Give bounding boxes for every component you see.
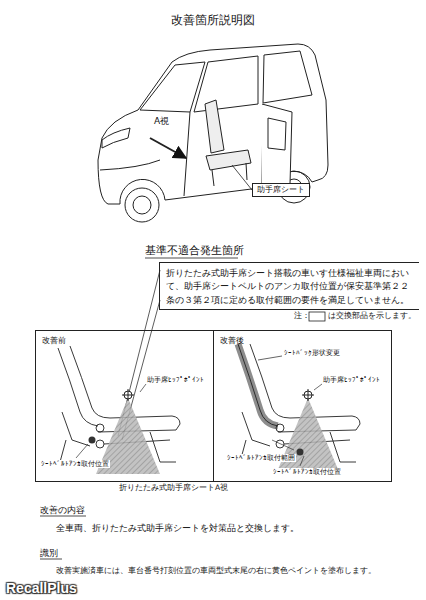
part-label: ｼｰﾄﾊﾞｯｸ形状変更 [283, 349, 341, 357]
part-label: 助手席ﾋｯﾌﾟﾎﾟｲﾝﾄ [146, 376, 205, 384]
part-label: ｼｰﾄﾍﾞﾙﾄｱﾝｶ取付位置 [40, 460, 110, 468]
car-illustration [98, 44, 328, 222]
anchor-range-area [276, 398, 340, 474]
node-text: 改善前 [42, 335, 207, 346]
node-text: 改善後 [220, 335, 385, 346]
note-label: 注： [294, 311, 310, 320]
anchor-point [297, 449, 304, 456]
part-label: 助手席ﾋｯﾌﾟﾎﾟｲﾝﾄ [322, 376, 381, 384]
section-heading: 識別 [40, 548, 58, 558]
part-label: ｼｰﾄﾍﾞﾙﾄｱﾝｶ取付位置 [272, 468, 342, 476]
view-caption: 折りたたみ式助手席シートA視 [118, 484, 229, 493]
hip-point-symbol [302, 389, 314, 401]
body-text: 全車両、折りたたみ式助手席シートを対策品と交換します。 [56, 523, 299, 533]
watermark: RecallPlus [6, 580, 77, 596]
legend-box-symbol [309, 312, 325, 321]
part-label: ｼｰﾄﾍﾞﾙﾄｱﾝｶ取付範囲 [226, 454, 296, 462]
view-label: A視 [154, 116, 169, 126]
part-box: 助手席シート [252, 183, 310, 197]
section-heading: 改善の内容 [40, 505, 85, 515]
hip-point-symbol [122, 389, 134, 401]
section-heading: 基準不適合発生箇所 [145, 244, 419, 258]
anchor-point [89, 437, 96, 444]
node-text: 助手席シート [257, 185, 305, 195]
diagram-title: 改善箇所説明図 [0, 14, 426, 28]
callout-box: 基準不適合発生箇所折りたたみ式助手席シート搭載の車いす仕様福祉車両において、助手… [145, 244, 419, 310]
legend-text: は交換部品を示します。 [328, 311, 416, 320]
leader-line [140, 384, 322, 466]
body-text: 改善実施済車には、車台番号打刻位置の車両型式末尾の右に黄色ペイントを塗布します。 [56, 566, 376, 576]
callout-text: 折りたたみ式助手席シート搭載の車いす仕様福祉車両において、助手席シートベルトのア… [159, 262, 419, 310]
leader-line [76, 444, 88, 458]
